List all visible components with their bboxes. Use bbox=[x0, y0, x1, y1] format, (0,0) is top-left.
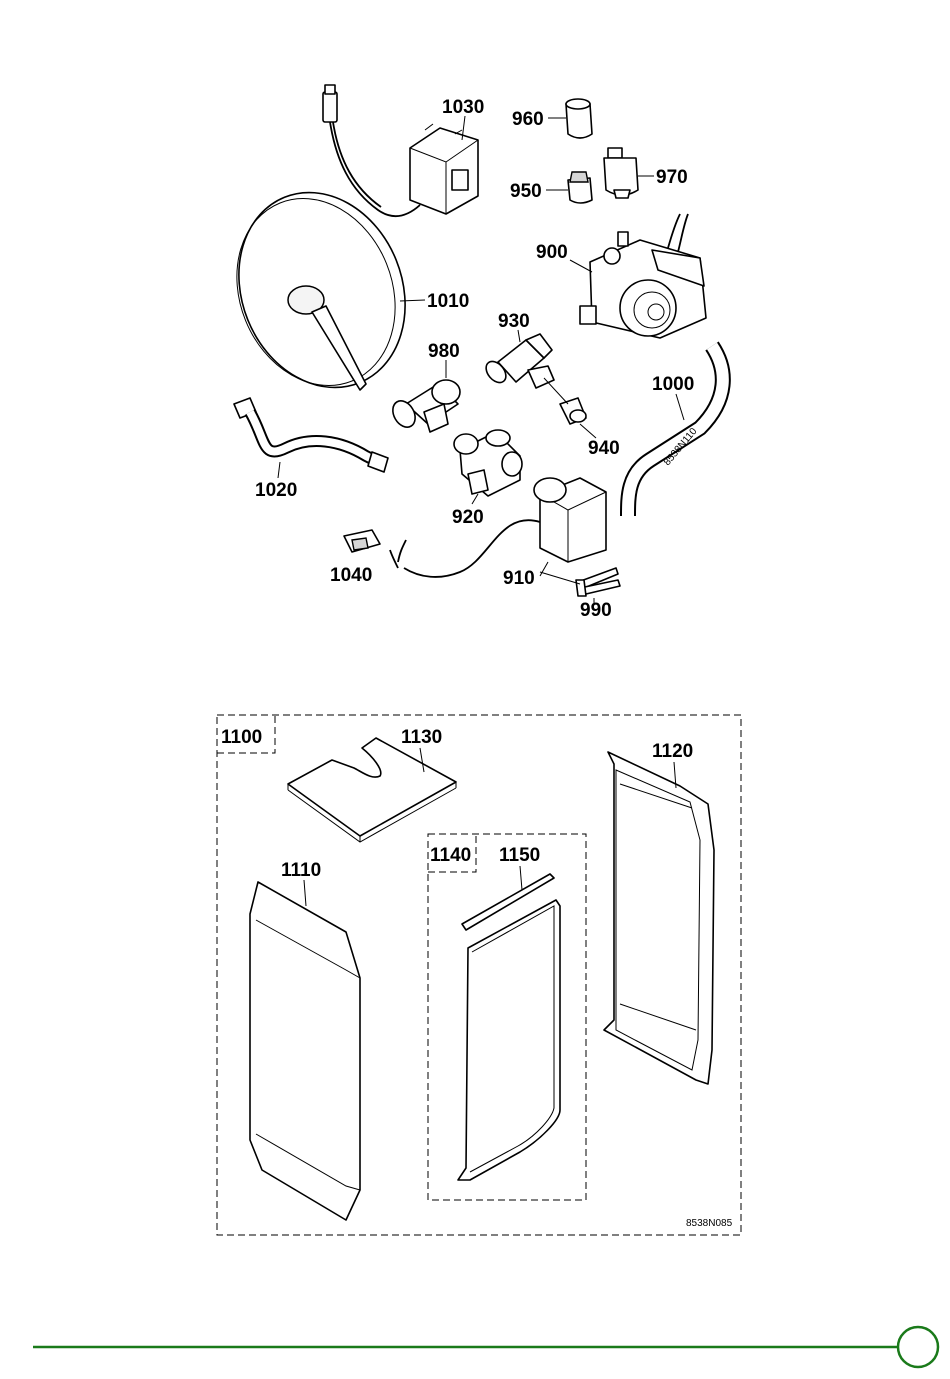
label-920: 920 bbox=[452, 507, 484, 528]
label-1150: 1150 bbox=[499, 845, 540, 866]
label-900: 900 bbox=[536, 242, 568, 263]
label-970: 970 bbox=[656, 167, 688, 188]
label-980: 980 bbox=[428, 341, 460, 362]
label-910: 910 bbox=[503, 568, 535, 589]
page-number-circle bbox=[898, 1327, 938, 1367]
part-960-cap bbox=[566, 99, 592, 138]
part-940-nipple bbox=[560, 398, 586, 424]
label-1030: 1030 bbox=[442, 97, 484, 118]
exploded-view-hydraulics: 1030 960 970 950 1010 bbox=[210, 85, 723, 621]
label-950: 950 bbox=[510, 181, 542, 202]
label-1040: 1040 bbox=[330, 565, 372, 586]
label-960: 960 bbox=[512, 109, 544, 130]
part-930-valve bbox=[482, 334, 554, 388]
label-1010: 1010 bbox=[427, 291, 469, 312]
part-1000-hose: 8538N110 bbox=[628, 346, 723, 516]
part-1150-strip-and-side-panel bbox=[458, 874, 560, 1180]
label-1140: 1140 bbox=[430, 845, 471, 866]
part-980-valve bbox=[388, 380, 460, 432]
label-1020: 1020 bbox=[255, 480, 297, 501]
part-970-air-vent bbox=[604, 148, 638, 198]
part-910-actuator bbox=[390, 478, 606, 577]
label-1100: 1100 bbox=[221, 727, 262, 748]
label-1110: 1110 bbox=[281, 860, 321, 881]
label-1000: 1000 bbox=[652, 374, 694, 395]
drawing-code: 8538N085 bbox=[686, 1218, 733, 1229]
part-1020-flexible-pipe bbox=[234, 398, 388, 472]
part-1010-expansion-vessel bbox=[210, 167, 434, 412]
part-900-pump bbox=[580, 214, 706, 338]
part-950-valve bbox=[568, 172, 592, 203]
part-1110-front-panel bbox=[250, 882, 360, 1220]
part-990-clip bbox=[576, 568, 620, 596]
label-930: 930 bbox=[498, 311, 530, 332]
part-1130-top-panel bbox=[288, 738, 456, 842]
part-1120-back-frame bbox=[604, 752, 714, 1084]
part-1040-plug bbox=[344, 530, 380, 552]
footer bbox=[33, 1327, 938, 1367]
part-920-valve-body bbox=[454, 430, 522, 496]
label-940: 940 bbox=[588, 438, 620, 459]
label-990: 990 bbox=[580, 600, 612, 621]
exploded-view-casing: 1100 1130 1120 1110 1140 bbox=[217, 715, 741, 1235]
label-1120: 1120 bbox=[652, 741, 693, 762]
label-1130: 1130 bbox=[401, 727, 442, 748]
